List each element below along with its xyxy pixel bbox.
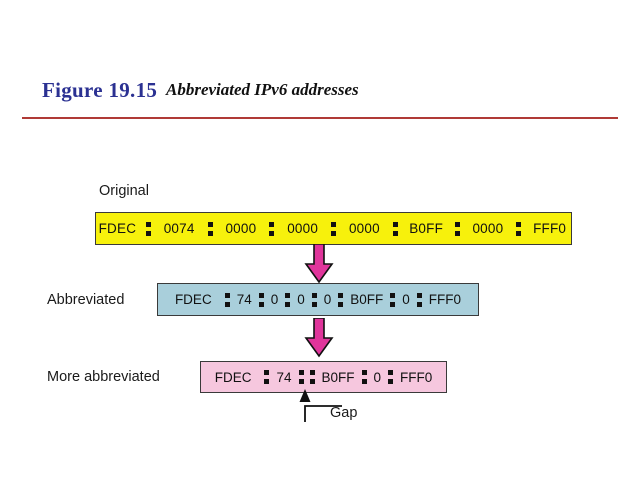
address-group: 0000 xyxy=(225,221,257,236)
colon-separator-icon xyxy=(516,221,522,236)
address-box-more-abbreviated: FDEC 74 B0FF 0 FFF0 xyxy=(200,361,447,393)
figure-number: Figure 19.15 xyxy=(42,78,158,102)
address-group: B0FF xyxy=(350,292,384,307)
address-group: FFF0 xyxy=(400,369,433,385)
colon-separator-icon xyxy=(390,292,396,307)
address-group: 0 xyxy=(373,369,382,385)
address-group: 0000 xyxy=(287,221,319,236)
colon-separator-icon xyxy=(207,221,213,236)
colon-separator-icon xyxy=(258,292,264,307)
address-group: 0 xyxy=(402,292,410,307)
colon-separator-icon xyxy=(392,221,398,236)
flow-arrow-down-icon xyxy=(303,317,335,363)
colon-separator-icon xyxy=(388,370,394,384)
double-colon-gap-icon xyxy=(309,370,315,384)
address-group: FFF0 xyxy=(428,292,462,307)
header-divider-rule xyxy=(22,117,618,119)
colon-separator-icon xyxy=(361,370,367,384)
address-group: 0000 xyxy=(348,221,380,236)
address-group: 0000 xyxy=(472,221,504,236)
address-group: 0 xyxy=(323,292,332,307)
gap-leader-line-icon xyxy=(296,389,342,428)
colon-separator-icon xyxy=(264,370,270,384)
address-group: 74 xyxy=(236,292,252,307)
address-group: 0074 xyxy=(163,221,195,236)
row-label-more-abbreviated: More abbreviated xyxy=(47,369,160,385)
address-group: FDEC xyxy=(174,292,212,307)
address-box-original: FDEC 0074 0000 0000 0000 B0FF 0000 FFF0 xyxy=(95,212,572,245)
colon-separator-icon xyxy=(454,221,460,236)
double-colon-gap-icon xyxy=(298,370,304,384)
address-group: 0 xyxy=(270,292,279,307)
colon-separator-icon xyxy=(331,221,336,236)
address-group: 74 xyxy=(276,369,292,385)
figure-header: Figure 19.15 Abbreviated IPv6 addresses xyxy=(0,78,638,108)
address-group: FFF0 xyxy=(533,221,567,236)
address-group: B0FF xyxy=(409,221,444,236)
colon-separator-icon xyxy=(311,292,317,307)
address-group: 0 xyxy=(297,292,305,307)
colon-separator-icon xyxy=(416,292,422,307)
figure-caption: Abbreviated IPv6 addresses xyxy=(166,80,359,99)
colon-separator-icon xyxy=(338,292,344,307)
colon-separator-icon xyxy=(145,221,151,236)
address-group: B0FF xyxy=(321,369,355,385)
colon-separator-icon xyxy=(285,292,291,307)
gap-annotation-label: Gap xyxy=(330,405,358,421)
address-box-abbreviated: FDEC 74 0 0 0 B0FF 0 FFF0 xyxy=(157,283,479,316)
address-group: FDEC xyxy=(98,221,137,236)
colon-separator-icon xyxy=(224,292,230,307)
colon-separator-icon xyxy=(269,221,275,236)
row-label-original: Original xyxy=(99,183,149,199)
address-group: FDEC xyxy=(214,369,252,385)
flow-arrow-down-icon xyxy=(303,243,335,289)
row-label-abbreviated: Abbreviated xyxy=(47,292,125,308)
